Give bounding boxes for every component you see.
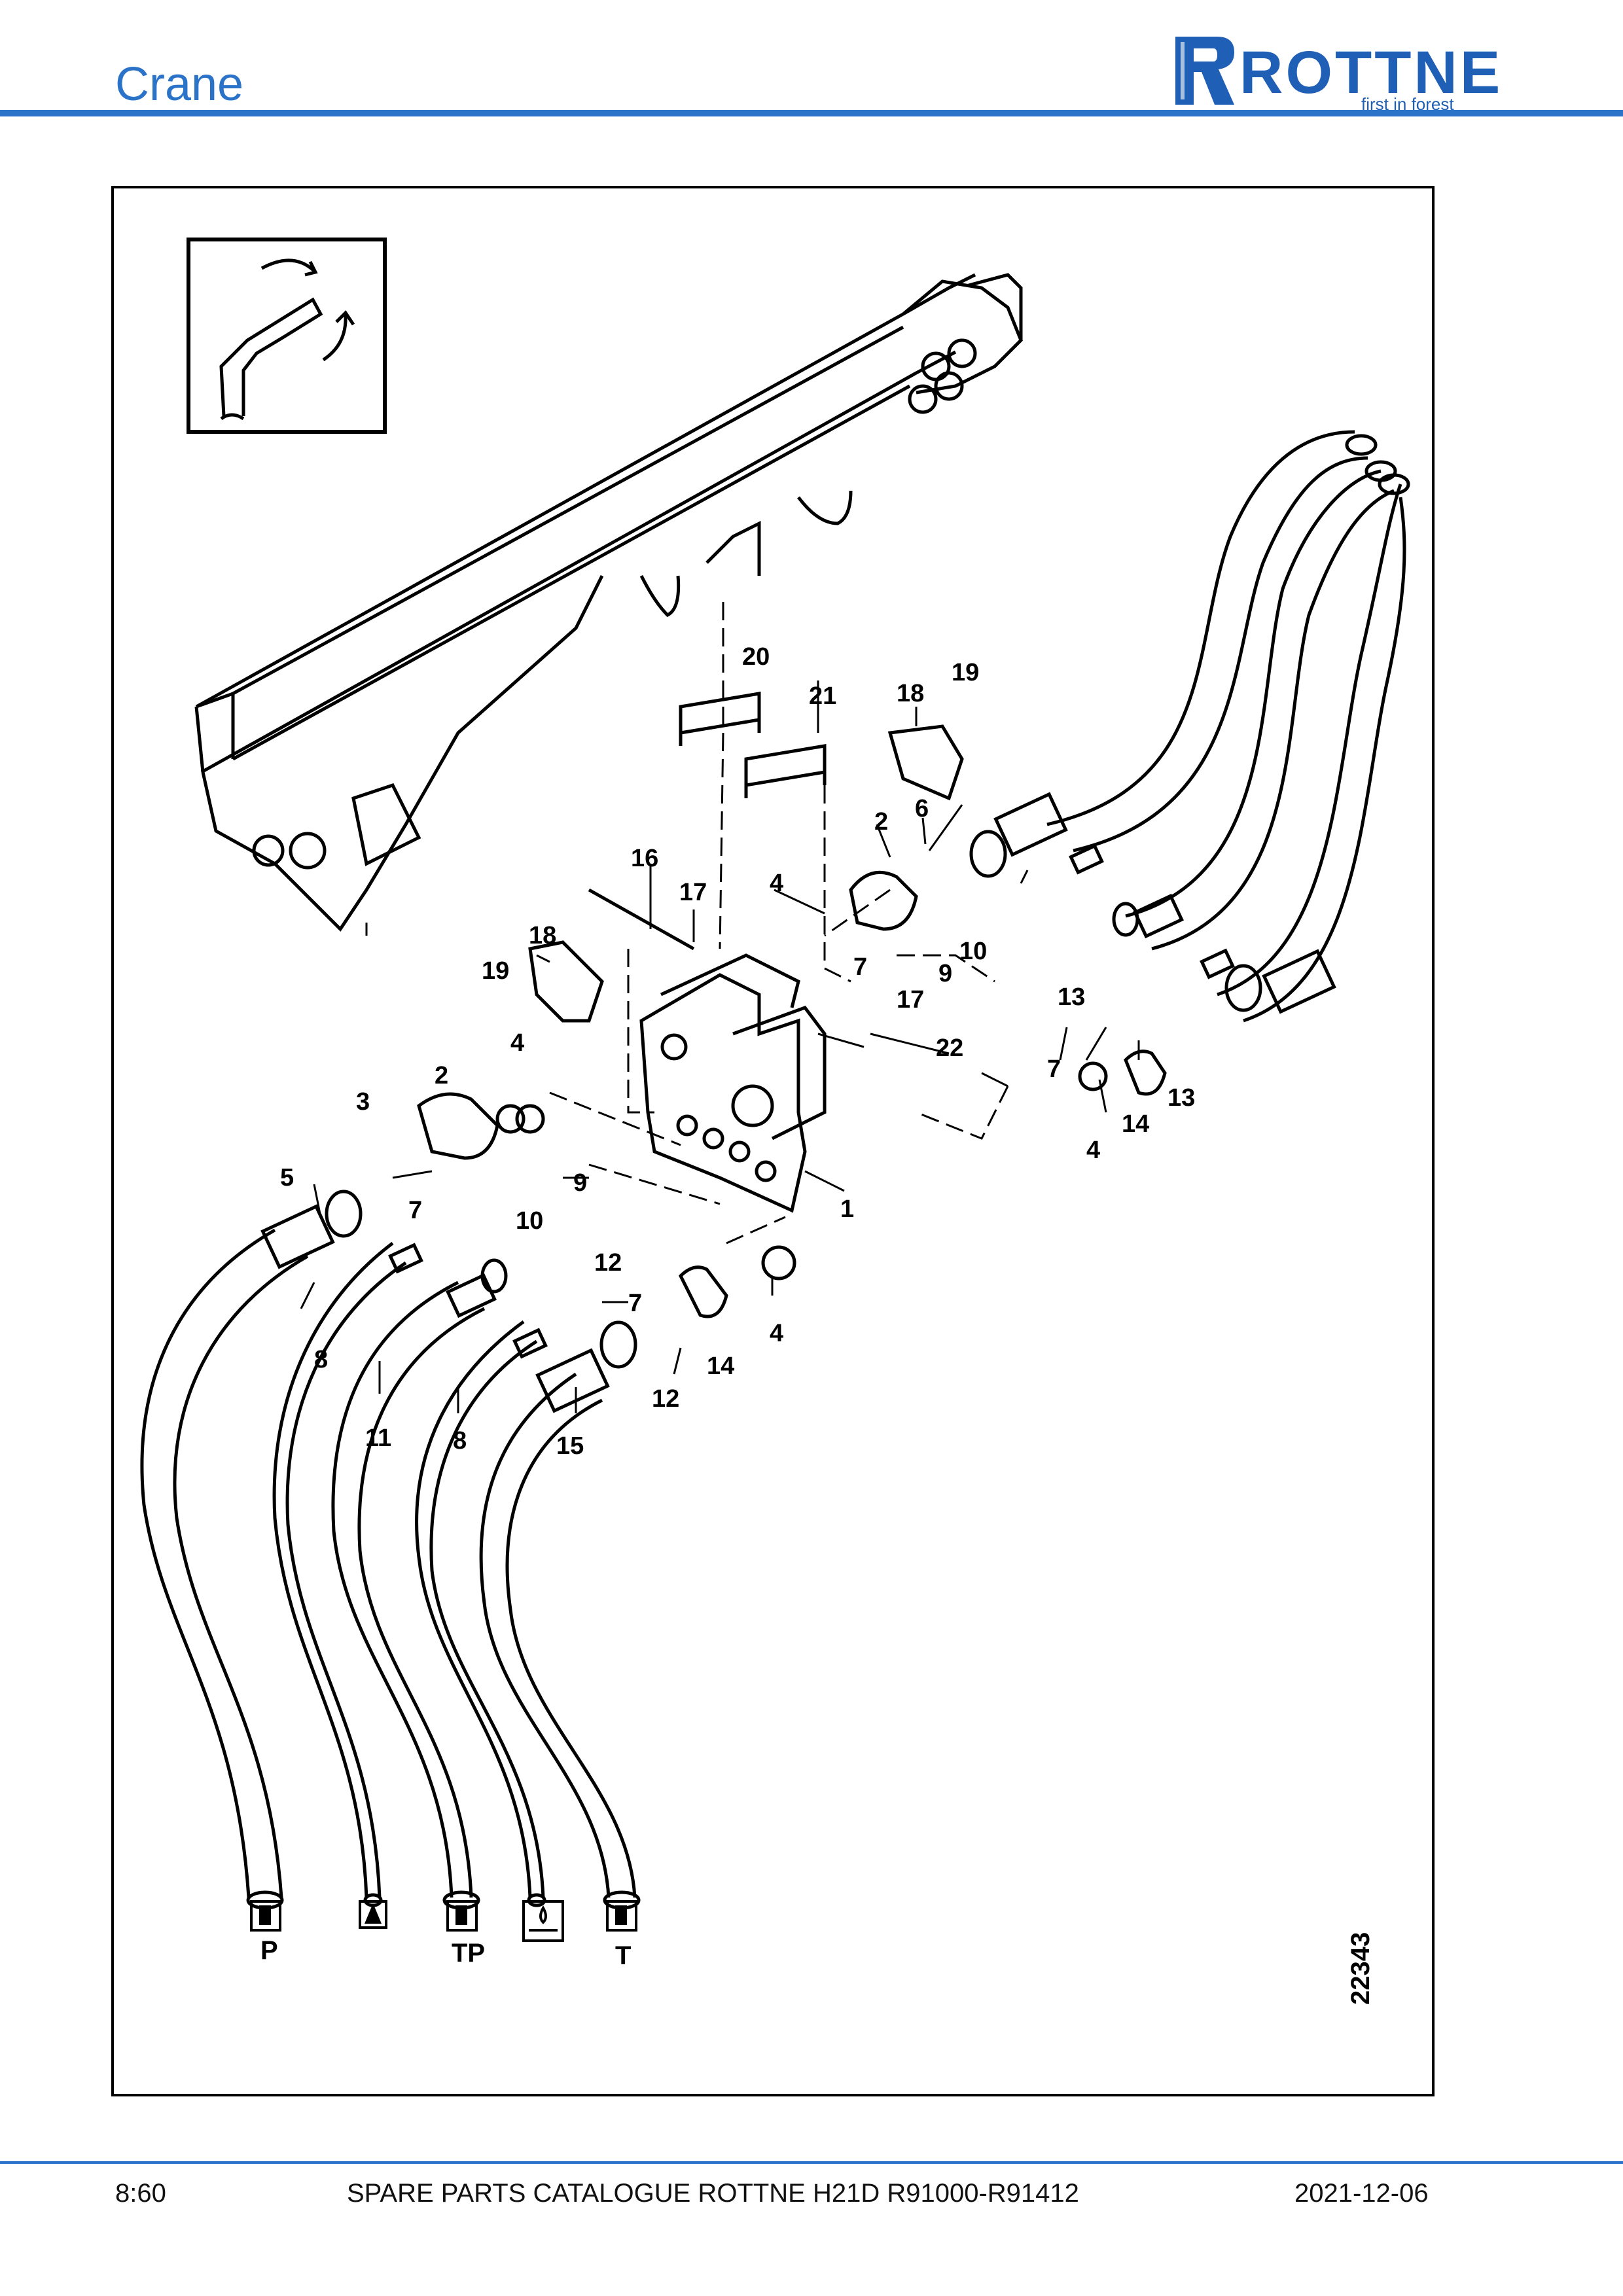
tank-port-icon xyxy=(606,1900,637,1932)
pressure-port-icon xyxy=(250,1900,281,1932)
drawing-number: 22343 xyxy=(1346,1932,1375,2005)
callout-11: 11 xyxy=(365,1424,391,1452)
header-rule xyxy=(0,110,1623,116)
callout-3: 3 xyxy=(356,1088,370,1116)
callout-21: 21 xyxy=(809,682,836,710)
callout-4: 4 xyxy=(770,1320,783,1347)
callout-17: 17 xyxy=(897,986,924,1014)
tank-pressure-port-icon xyxy=(446,1900,478,1932)
callout-10: 10 xyxy=(959,938,987,965)
callout-7: 7 xyxy=(1047,1055,1061,1083)
boom-assembly xyxy=(194,273,1023,932)
callout-14: 14 xyxy=(707,1352,734,1380)
callout-20: 20 xyxy=(742,643,770,671)
footer-rule xyxy=(0,2161,1623,2164)
callout-9: 9 xyxy=(938,960,952,987)
callout-9: 9 xyxy=(573,1169,587,1197)
callout-10: 10 xyxy=(516,1207,543,1235)
oil-tank-icon xyxy=(522,1900,564,1942)
drain-port-icon xyxy=(359,1900,387,1929)
figure-frame xyxy=(111,186,1435,2096)
rottne-logo-mark xyxy=(1175,37,1234,105)
boom-hoses xyxy=(1046,430,1410,1023)
assembly-lines xyxy=(549,602,1009,1245)
port-symbols xyxy=(250,1900,637,1942)
callout-4: 4 xyxy=(770,870,783,897)
callout-12: 12 xyxy=(652,1385,679,1413)
callout-18: 18 xyxy=(897,680,924,707)
callout-22: 22 xyxy=(936,1034,963,1062)
couplings xyxy=(260,792,1336,1413)
callout-13: 13 xyxy=(1168,1084,1195,1112)
callout-8: 8 xyxy=(453,1427,467,1455)
leader-lines xyxy=(300,680,1140,1413)
supply-hoses xyxy=(140,1228,641,1910)
callout-5: 5 xyxy=(280,1164,294,1192)
callout-14: 14 xyxy=(1122,1110,1149,1138)
callout-4: 4 xyxy=(1086,1137,1100,1164)
crane-position-pictogram xyxy=(187,238,387,434)
port-label-t: T xyxy=(615,1941,631,1970)
callout-15: 15 xyxy=(556,1432,584,1460)
callout-7: 7 xyxy=(408,1197,422,1224)
callout-4: 4 xyxy=(510,1029,524,1057)
callout-6: 6 xyxy=(915,795,929,822)
callout-numbers: 1 2 2 3 4 4 4 4 5 6 7 7 7 7 8 8 9 9 10 1… xyxy=(280,643,1195,1460)
callout-2: 2 xyxy=(435,1062,448,1089)
page-section-title: Crane xyxy=(115,58,244,111)
callout-7: 7 xyxy=(853,953,867,981)
callout-17: 17 xyxy=(679,879,707,906)
brand-name: ROTTNE xyxy=(1240,39,1503,106)
callout-13: 13 xyxy=(1058,983,1085,1011)
callout-12: 12 xyxy=(594,1249,622,1277)
port-label-tp: TP xyxy=(452,1939,485,1968)
callout-19: 19 xyxy=(952,659,979,686)
page-number: 8:60 xyxy=(115,2179,166,2208)
port-label-p: P xyxy=(260,1936,278,1965)
valve-block xyxy=(528,692,964,1213)
callout-7: 7 xyxy=(628,1290,642,1317)
callout-1: 1 xyxy=(840,1195,854,1223)
callout-19: 19 xyxy=(482,957,509,985)
callout-8: 8 xyxy=(314,1346,328,1373)
catalogue-date: 2021-12-06 xyxy=(1294,2179,1429,2208)
callout-2: 2 xyxy=(874,808,888,836)
callout-18: 18 xyxy=(529,922,556,949)
catalogue-title: SPARE PARTS CATALOGUE ROTTNE H21D R91000… xyxy=(347,2179,1079,2208)
callout-16: 16 xyxy=(631,845,658,872)
